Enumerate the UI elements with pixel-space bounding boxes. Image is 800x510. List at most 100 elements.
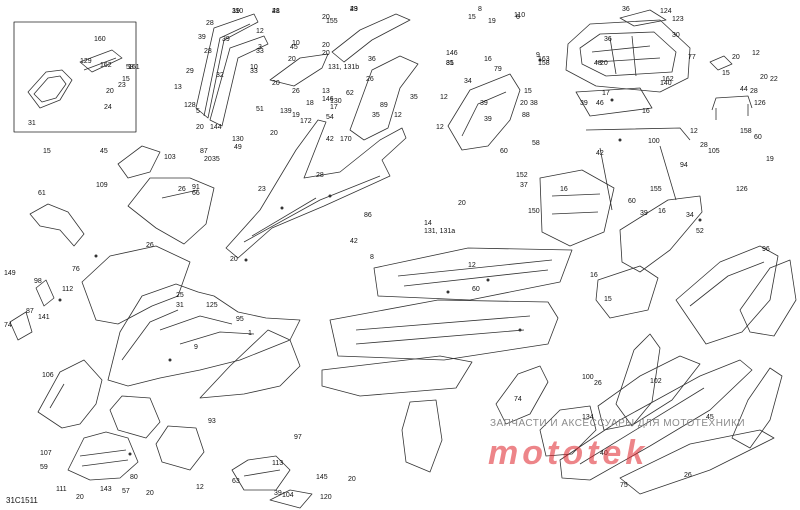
- callout-number: 20: [146, 490, 154, 497]
- front-hood-panel: [81, 245, 191, 325]
- callout-number: 145: [316, 474, 328, 481]
- floor-pan-lower: [321, 355, 473, 397]
- floor-pan-middle: [329, 299, 559, 361]
- callout-number: 48: [594, 60, 602, 67]
- small-bracket-center: [35, 279, 55, 307]
- callout-number: 94: [680, 162, 688, 169]
- rack-rail: [585, 127, 691, 211]
- callout-number: 28: [204, 48, 212, 55]
- left-side-rocker-panel: [225, 119, 407, 259]
- callout-number: 95: [236, 316, 244, 323]
- right-rocker-upper: [597, 355, 701, 431]
- callout-number: 13: [174, 84, 182, 91]
- callout-number: 32: [216, 72, 224, 79]
- callout-number: 131, 131a: [424, 228, 456, 235]
- callout-number: 105: [708, 148, 720, 155]
- callout-number: 160: [94, 36, 106, 43]
- small-bracket-left: [9, 311, 33, 341]
- callout-number: 41: [272, 8, 280, 15]
- front-skid-plate: [37, 359, 103, 429]
- callout-number: 81: [446, 60, 454, 67]
- callout-number: 15: [524, 88, 532, 95]
- callout-number: 49: [234, 144, 242, 151]
- callout-number: 15: [122, 76, 130, 83]
- callout-number: 42: [350, 238, 358, 245]
- callout-number: 22: [770, 76, 778, 83]
- grab-handle: [709, 55, 753, 120]
- callout-number: 25: [176, 292, 184, 299]
- callout-number: 1: [248, 330, 252, 337]
- inset-storage-part: [27, 49, 123, 109]
- callout-number: 20: [272, 80, 280, 87]
- callout-number: 31: [176, 302, 184, 309]
- callout-number: 34: [464, 78, 472, 85]
- callout-number: 60: [754, 134, 762, 141]
- callout-number: 150: [528, 208, 540, 215]
- callout-number: 97: [294, 434, 302, 441]
- callout-number: 104: [282, 492, 294, 499]
- callout-number: 20: [458, 200, 466, 207]
- callout-number: 128: [184, 102, 196, 109]
- front-inner-fender: [107, 283, 301, 387]
- headlight-vent-left: [109, 395, 161, 439]
- callout-number: 130: [232, 136, 244, 143]
- fuel-tank-cover: [595, 265, 659, 319]
- callout-number: 36: [368, 56, 376, 63]
- callout-number: 125: [206, 302, 218, 309]
- callout-number: 26: [684, 472, 692, 479]
- callout-number: 26: [366, 76, 374, 83]
- callout-number: 100: [648, 138, 660, 145]
- callout-number: 39: [580, 100, 588, 107]
- callout-number: 43: [350, 6, 358, 13]
- right-lower-trim: [619, 429, 775, 495]
- callout-number: 57: [122, 488, 130, 495]
- callout-number: 146: [322, 96, 334, 103]
- front-fender-liner-right: [495, 365, 549, 425]
- rear-fender-left: [349, 55, 419, 141]
- callout-number: 45: [290, 44, 298, 51]
- callout-number: 30: [672, 32, 680, 39]
- callout-number: 17: [602, 90, 610, 97]
- callout-number: 14: [424, 220, 432, 227]
- callout-number: 12: [436, 124, 444, 131]
- center-tunnel-cover: [401, 399, 443, 473]
- callout-number: 33: [256, 48, 264, 55]
- callout-number: 16: [590, 272, 598, 279]
- callout-number: 62: [346, 90, 354, 97]
- callout-number: 131, 131b: [328, 64, 360, 71]
- callout-number: 35: [410, 94, 418, 101]
- callout-number: 51: [256, 106, 264, 113]
- callout-number: 155: [326, 18, 338, 25]
- callout-number: 98: [34, 278, 42, 285]
- callout-number: 54: [326, 114, 334, 121]
- callout-number: 29: [186, 68, 194, 75]
- callout-number: 144: [210, 124, 222, 131]
- lower-front-grille: [67, 431, 139, 481]
- callout-number: 19: [488, 18, 496, 25]
- callout-number: 23: [258, 186, 266, 193]
- callout-number: 93: [208, 418, 216, 425]
- callout-number: 129: [80, 58, 92, 65]
- callout-number: 80: [130, 474, 138, 481]
- callout-number: 102: [650, 378, 662, 385]
- callout-number: 16: [484, 56, 492, 63]
- callout-number: 39: [232, 8, 240, 15]
- callout-number: 60: [628, 198, 636, 205]
- callout-number: 100: [582, 374, 594, 381]
- callout-number: 88: [522, 112, 530, 119]
- callout-number: 28: [316, 172, 324, 179]
- callout-number: 26: [292, 88, 300, 95]
- mid-fender-liner: [447, 73, 521, 151]
- callout-number: 66: [192, 190, 200, 197]
- callout-number: 162: [662, 76, 674, 83]
- callout-number: 20: [196, 124, 204, 131]
- callout-number: 13: [322, 88, 330, 95]
- rear-quarter-panel: [739, 259, 797, 337]
- callout-number: 31: [28, 120, 36, 127]
- callout-number: 28: [750, 88, 758, 95]
- callout-number: 140: [660, 80, 672, 87]
- callout-number: 39: [640, 210, 648, 217]
- callout-number: 158: [740, 128, 752, 135]
- callout-number: 146: [446, 50, 458, 57]
- callout-number: 20: [76, 494, 84, 501]
